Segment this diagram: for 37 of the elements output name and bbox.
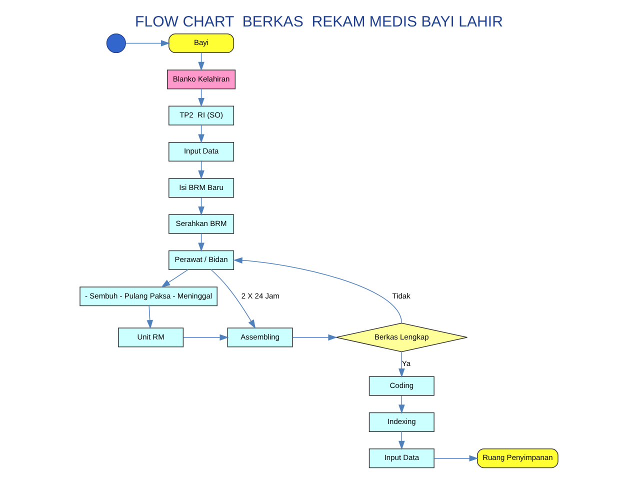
arrow [434,455,478,462]
node-box: Coding [368,376,434,396]
arrow [210,269,256,329]
node-box: Input Data [368,448,434,468]
node-box: Blanko Kelahiran [167,70,236,90]
node-box: Isi BRM Baru [168,178,234,198]
arrow [161,269,188,288]
arrow [146,306,154,330]
edge-label: Ya [402,359,411,368]
node-box: Assembling [227,328,293,348]
node-box: TP2 RI (SO) [168,106,234,126]
arrow [233,257,402,324]
node-circle [106,33,126,54]
node-box: - Sembuh - Pulang Paksa - Meninggal [80,286,218,306]
arrow [198,124,204,144]
node-box: Input Data [168,142,234,162]
arrow [198,52,204,71]
arrow [125,40,170,46]
arrow [292,334,338,341]
arrow [398,351,405,378]
node-box: Serahkan BRM [168,214,234,234]
diagram-title: FLOW CHART BERKAS REKAM MEDIS BAYI LAHIR [135,13,503,30]
arrow [198,88,204,108]
edge-label: 2 X 24 Jam [241,291,280,300]
node-diamond: Berkas Lengkap [336,322,468,352]
arrow [198,197,204,216]
arrow [198,160,204,180]
arrow [198,233,204,252]
node-box: Ruang Penyimpanan [477,448,558,468]
arrow [398,395,405,414]
arrow [398,431,405,450]
arrow [182,334,229,341]
node-box: Perawat / Bidan [168,250,234,270]
node-box: Unit RM [118,328,184,348]
node-box: Indexing [368,412,434,432]
edge-label: Tidak [392,291,410,300]
node-box: Bayi [168,33,234,54]
